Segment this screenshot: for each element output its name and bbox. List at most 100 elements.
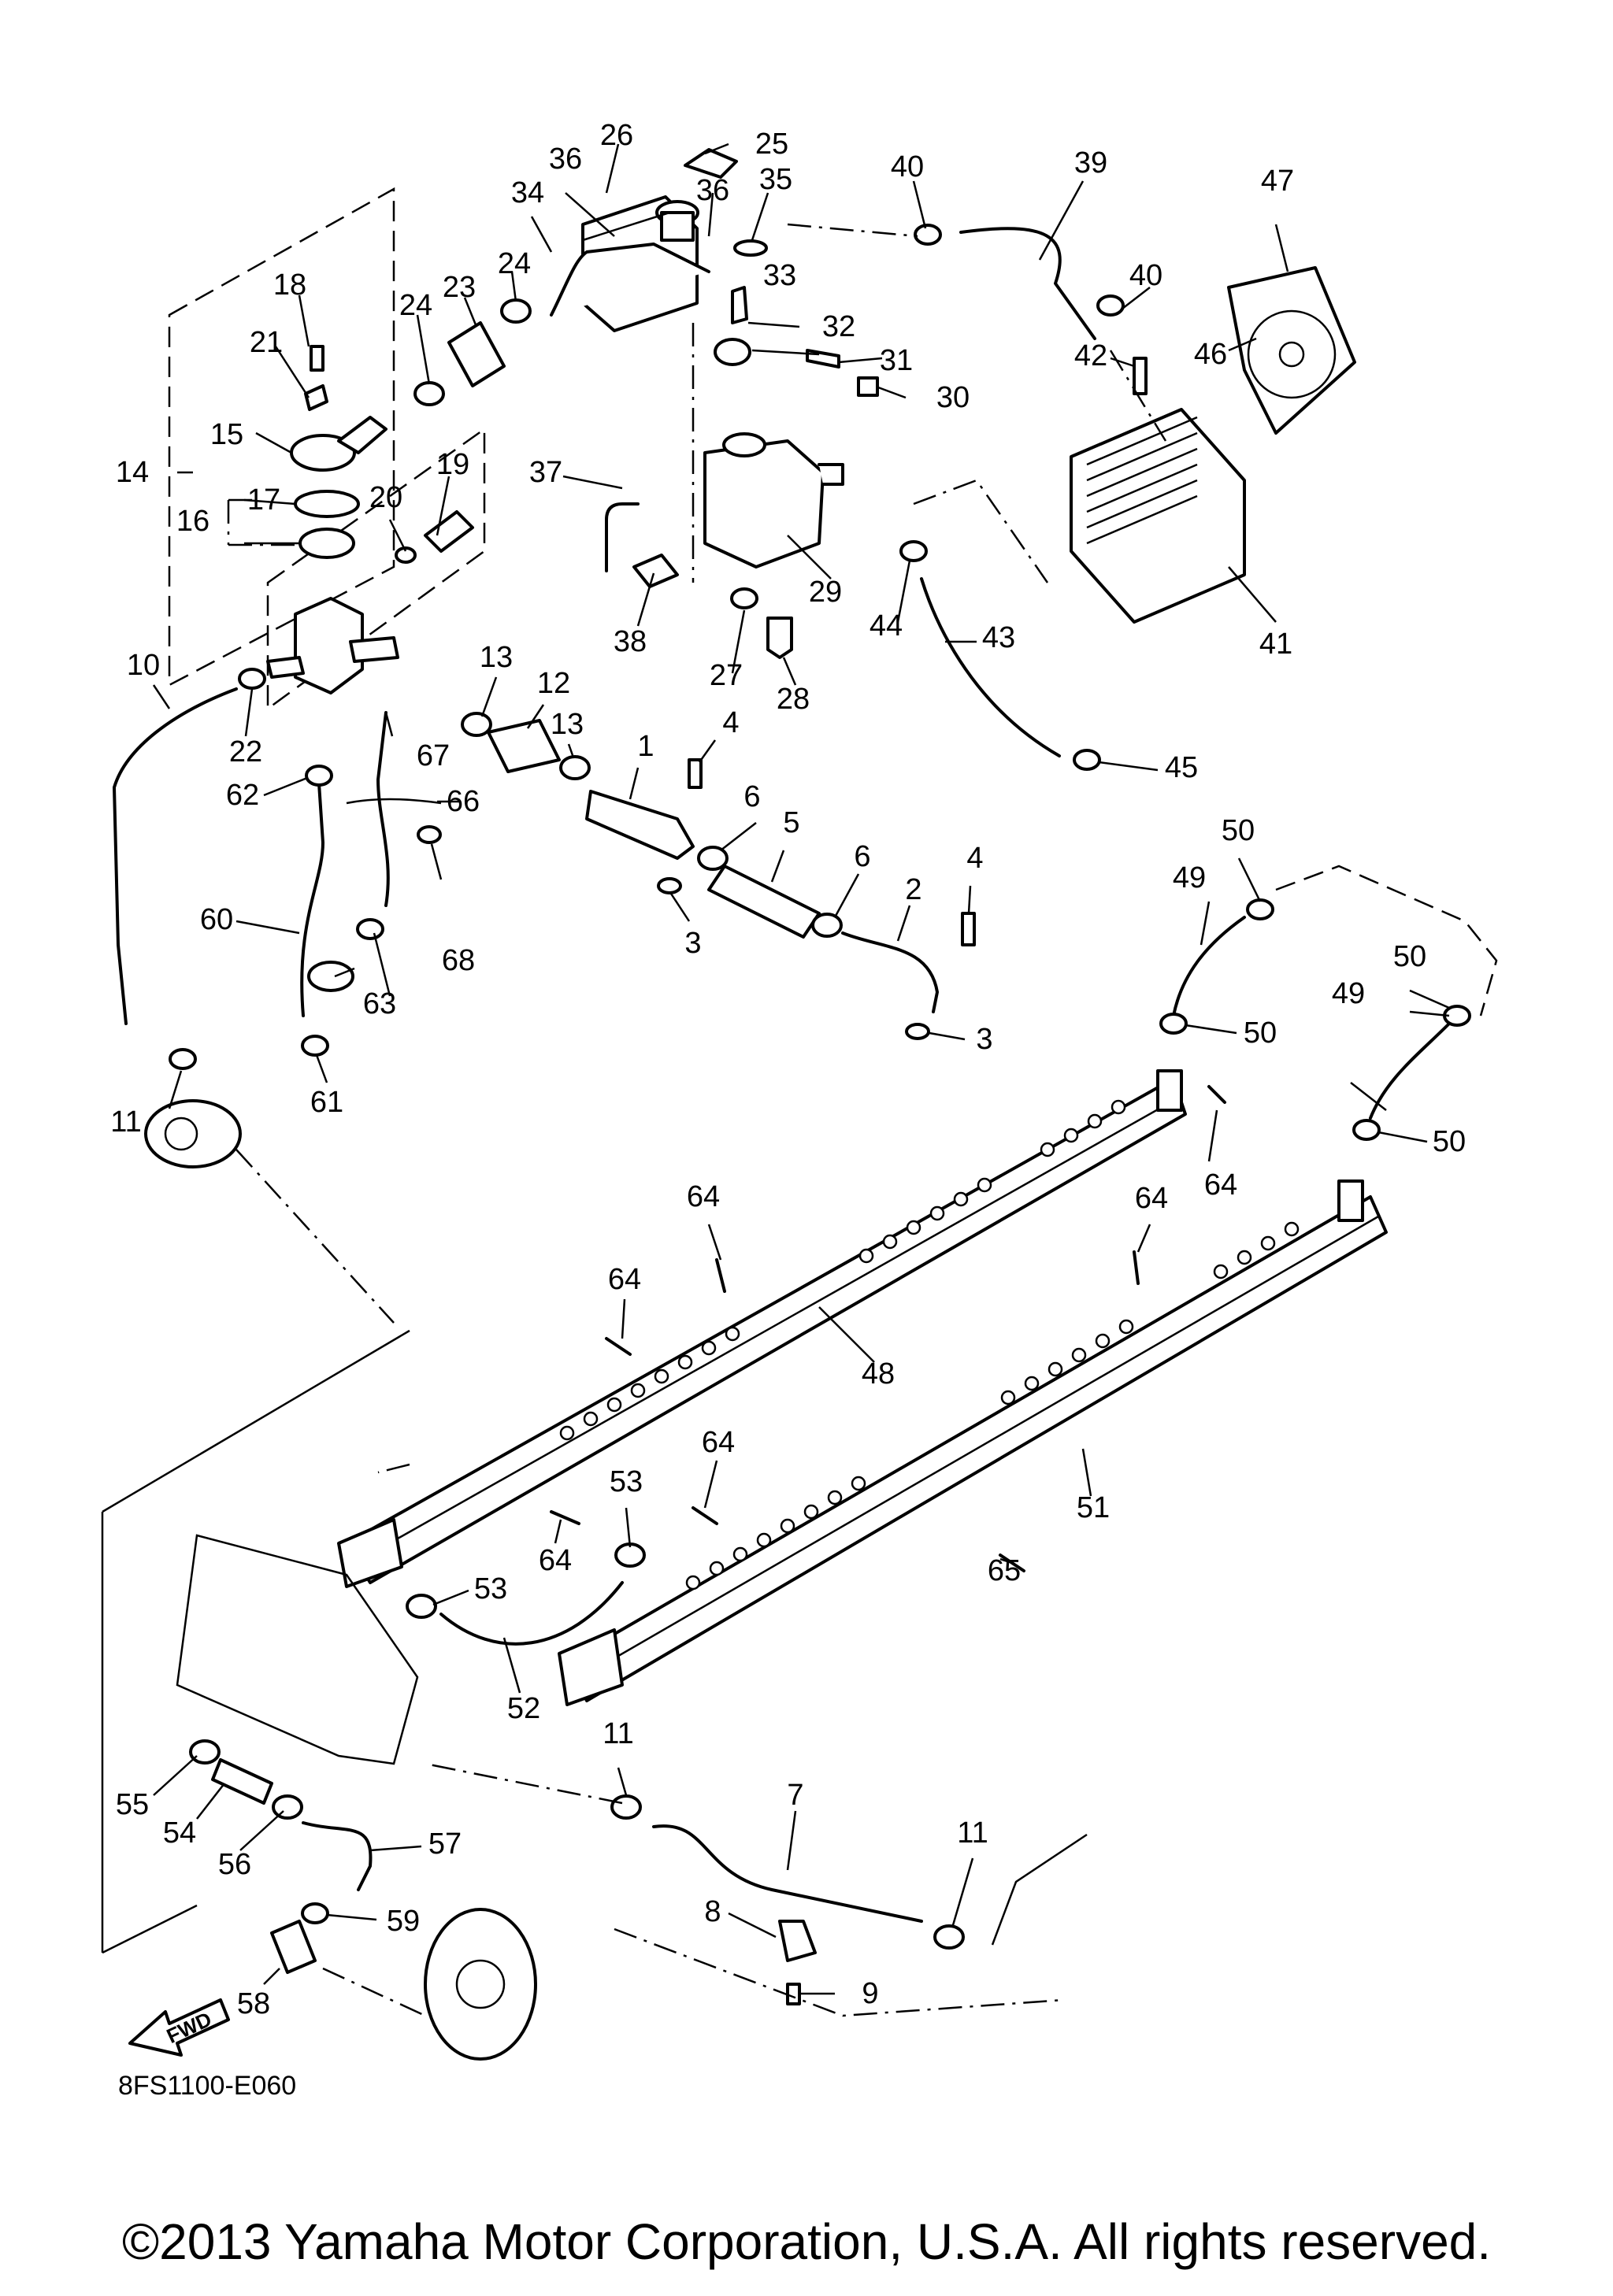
callout-62: 62 — [226, 779, 259, 812]
callout-24: 24 — [399, 289, 432, 322]
callout-30: 30 — [936, 381, 970, 414]
callout-11: 11 — [603, 1717, 633, 1750]
callout-10: 10 — [127, 649, 160, 682]
callout-2: 2 — [905, 873, 921, 906]
callout-64: 64 — [1135, 1182, 1168, 1215]
callout-55: 55 — [116, 1788, 149, 1821]
rivets-64 — [550, 1085, 1226, 1572]
thermostat-housing — [266, 597, 399, 694]
clamp-45 — [1073, 749, 1101, 771]
callout-21: 21 — [250, 326, 283, 359]
callout-54: 54 — [163, 1816, 196, 1850]
pipe-7 — [652, 1824, 923, 1923]
hose-39 — [959, 227, 1096, 340]
bolt-18 — [310, 345, 324, 372]
callout-45: 45 — [1165, 751, 1198, 784]
callout-37: 37 — [529, 456, 562, 489]
frame-outline — [1275, 865, 1498, 1017]
hose-49a — [1172, 916, 1246, 1017]
callout-9: 9 — [862, 1977, 878, 2010]
hose-34 — [550, 243, 710, 317]
water-pump-cover — [424, 1908, 537, 2061]
callout-27: 27 — [710, 659, 743, 692]
clamp-67 — [356, 918, 384, 940]
callout-29: 29 — [809, 576, 842, 609]
bracket-21 — [304, 384, 328, 411]
callout-64: 64 — [1204, 1168, 1237, 1202]
callout-41: 41 — [1259, 628, 1292, 661]
clamp-38 — [632, 554, 679, 588]
clamp-11a — [169, 1048, 197, 1070]
callout-67: 68 — [442, 944, 475, 977]
callout-40: 40 — [1129, 259, 1162, 292]
pipe-57 — [302, 1821, 373, 1891]
callout-38: 38 — [614, 625, 647, 658]
clamp-11b — [610, 1794, 642, 1820]
thermostat-cover — [290, 416, 387, 472]
callout-8: 8 — [704, 1895, 721, 1928]
bolt-42 — [1133, 357, 1148, 395]
hose-66 — [376, 711, 390, 907]
clamp-50d — [1352, 1119, 1381, 1141]
callout-3: 3 — [976, 1023, 992, 1056]
clamp-40a — [914, 224, 942, 246]
callout-50: 50 — [1433, 1125, 1466, 1158]
callout-17: 17 — [247, 483, 280, 517]
clamp-44 — [899, 540, 928, 562]
callout-18: 18 — [273, 268, 306, 302]
callout-56: 56 — [218, 1848, 251, 1881]
callout-26: 26 — [600, 119, 633, 152]
callout-57: 57 — [428, 1828, 462, 1861]
heat-exchanger — [1070, 408, 1246, 624]
hose-49b — [1369, 1022, 1451, 1120]
hose-23 — [447, 321, 506, 387]
callout-63: 63 — [363, 987, 396, 1020]
collar-30 — [857, 376, 879, 397]
callout-13: 13 — [480, 641, 513, 674]
thermostat — [298, 528, 355, 559]
clamp-24b — [500, 298, 532, 324]
clamp-13a — [461, 712, 492, 737]
clamp-68 — [417, 825, 442, 844]
o-ring-3b — [905, 1023, 930, 1040]
callout-53: 53 — [474, 1572, 507, 1605]
callout-59: 59 — [387, 1905, 420, 1938]
callout-58: 58 — [237, 1987, 270, 2020]
callout-33: 33 — [763, 259, 796, 292]
pipe-2 — [841, 931, 939, 1013]
hose-43 — [920, 577, 1061, 757]
callout-5: 5 — [783, 806, 799, 839]
callout-15: 15 — [210, 418, 243, 451]
sensor-19 — [424, 510, 474, 553]
clamp-61 — [301, 1035, 329, 1057]
leader-lines — [152, 143, 1450, 1995]
callout-50: 50 — [1222, 814, 1255, 847]
callout-48: 48 — [862, 1357, 895, 1391]
radiator-cap — [684, 148, 738, 179]
callout-labels: 1 2 3 3 4 4 5 6 6 7 8 9 10 11 11 11 12 1… — [110, 119, 1466, 2020]
o-ring-3a — [657, 877, 682, 894]
callout-64: 65 — [988, 1554, 1021, 1587]
engine-block-outline — [176, 1534, 419, 1765]
callout-44: 44 — [870, 609, 903, 643]
clamp-56 — [272, 1794, 303, 1820]
fan-assembly — [1227, 266, 1356, 435]
section-outline — [101, 1329, 410, 1954]
fitting-55 — [189, 1739, 221, 1765]
clamp-53b — [614, 1542, 646, 1568]
hose-60 — [300, 782, 324, 1017]
outlet-pipe — [991, 1833, 1088, 1946]
clamp-53a — [406, 1594, 437, 1619]
callout-40: 40 — [891, 150, 924, 183]
callout-47: 47 — [1261, 165, 1294, 198]
callout-65: 66 — [447, 785, 480, 818]
callout-64: 64 — [702, 1426, 735, 1459]
callout-23: 23 — [443, 271, 476, 304]
callout-35: 35 — [759, 163, 792, 196]
bolt-4a — [688, 758, 703, 789]
callout-46: 46 — [1194, 338, 1227, 371]
clip-8 — [778, 1920, 817, 1962]
hose-52 — [439, 1581, 624, 1646]
clamp-24a — [413, 381, 445, 406]
